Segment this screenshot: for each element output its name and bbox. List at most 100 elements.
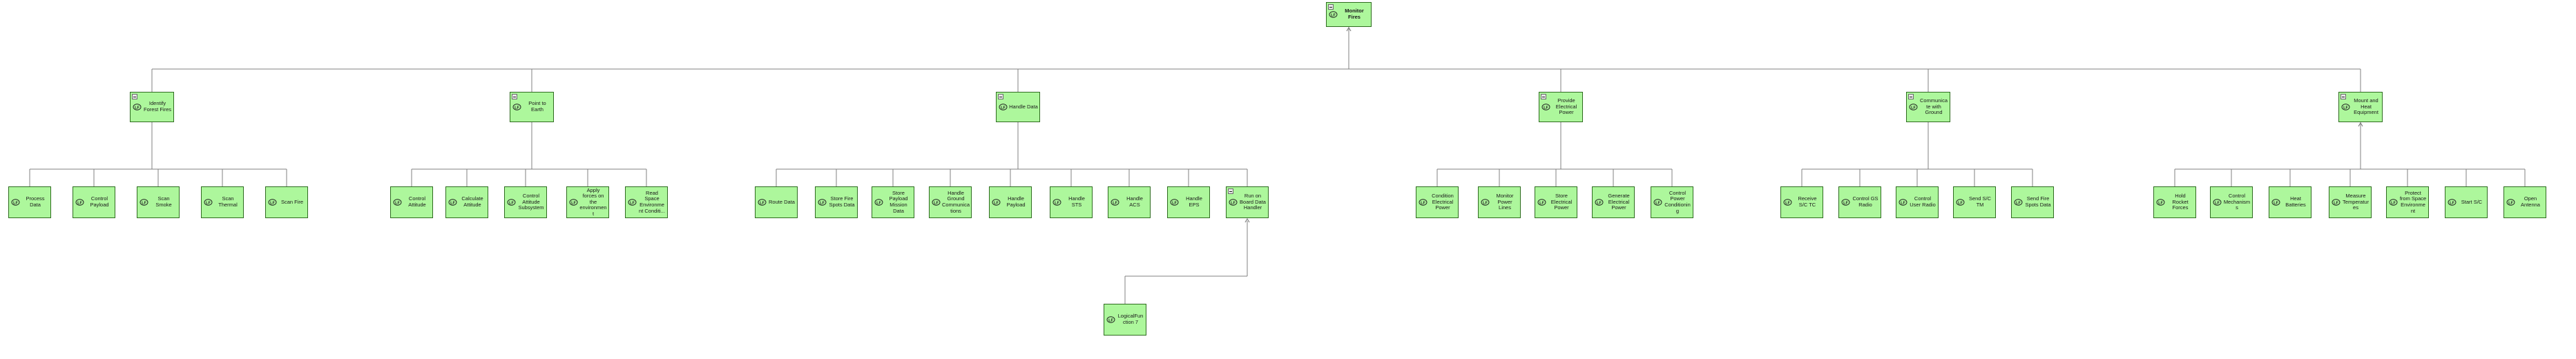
collapse-toggle-icon[interactable]: [512, 94, 517, 99]
node-label: Control Attitude Subsystem: [518, 193, 544, 211]
node-lf-2-2-store-payload-mission-data[interactable]: LF Store Payload Mission Data: [872, 186, 914, 218]
node-label: Point to Earth: [528, 101, 546, 113]
svg-text:LF: LF: [135, 106, 140, 110]
logical-function-icon: LF: [2389, 199, 2398, 206]
logical-function-icon: LF: [1783, 199, 1792, 206]
svg-text:LF: LF: [1958, 201, 1963, 205]
node-label: Heat Batteries: [2285, 196, 2306, 208]
node-lf-3-2-store-electrical-power[interactable]: LF Store Electrical Power: [1535, 186, 1577, 218]
node-label: Handle EPS: [1186, 196, 1202, 208]
logical-function-icon: LF: [2506, 199, 2515, 206]
collapse-toggle-icon[interactable]: [998, 94, 1003, 99]
node-lf-2-1-store-fire-spots-data[interactable]: LF Store Fire Spots Data: [815, 186, 858, 218]
svg-text:LF: LF: [876, 201, 881, 205]
svg-text:LF: LF: [1843, 201, 1848, 205]
node-label: Store Payload Mission Data: [889, 190, 908, 214]
collapse-toggle-icon[interactable]: [1541, 94, 1546, 99]
collapse-toggle-icon[interactable]: [1328, 4, 1334, 10]
collapse-toggle-icon[interactable]: [1228, 188, 1233, 194]
svg-text:LF: LF: [820, 201, 825, 205]
node-lf-5-2-heat-batteries[interactable]: LF Heat Batteries: [2269, 186, 2311, 218]
logical-function-icon: LF: [507, 199, 516, 206]
node-label: Control Payload: [90, 196, 109, 208]
node-label: Handle ACS: [1126, 196, 1143, 208]
logical-function-icon: LF: [2271, 199, 2280, 206]
svg-text:LF: LF: [1539, 201, 1544, 205]
svg-text:LF: LF: [2215, 201, 2220, 205]
svg-text:LF: LF: [2450, 201, 2454, 205]
svg-text:LF: LF: [13, 201, 18, 205]
svg-text:LF: LF: [206, 201, 211, 205]
logical-function-icon: LF: [2341, 104, 2350, 110]
node-label: Store Fire Spots Data: [829, 196, 855, 208]
svg-text:LF: LF: [1108, 318, 1113, 322]
logical-function-icon: LF: [569, 199, 578, 206]
node-label: Identify Forest Fires: [143, 101, 171, 113]
node-label: Control Attitude: [408, 196, 426, 208]
collapse-toggle-icon[interactable]: [1908, 94, 1914, 99]
node-label: Process Data: [26, 196, 45, 208]
node-label: Run on Board Data Handler: [1240, 193, 1266, 211]
svg-text:LF: LF: [1001, 106, 1006, 110]
svg-text:LF: LF: [994, 201, 999, 205]
node-label: Control Power Conditioning: [1664, 190, 1691, 214]
node-lf-0-1-control-payload[interactable]: LF Control Payload: [73, 186, 115, 218]
logical-function-icon: LF: [818, 199, 827, 206]
node-label: Handle STS: [1068, 196, 1085, 208]
node-label: Store Electrical Power: [1550, 193, 1573, 211]
node-lf-4-1-control-gs-radio[interactable]: LF Control GS Radio: [1838, 186, 1881, 218]
svg-text:LF: LF: [142, 201, 146, 205]
node-label: Provide Electrical Power: [1555, 98, 1577, 116]
logical-function-icon: LF: [1653, 199, 1662, 206]
svg-text:LF: LF: [1483, 201, 1488, 205]
svg-text:LF: LF: [77, 201, 82, 205]
node-lf-0-0-process-data[interactable]: LF Process Data: [8, 186, 51, 218]
collapse-toggle-icon[interactable]: [132, 94, 137, 99]
logical-function-icon: LF: [268, 199, 277, 206]
svg-text:LF: LF: [760, 201, 765, 205]
collapse-toggle-icon[interactable]: [2340, 94, 2346, 99]
node-label: Control GS Radio: [1852, 196, 1878, 208]
node-lf-5-5-start-s-c[interactable]: LF Start S/C: [2445, 186, 2488, 218]
logical-function-icon: LF: [1106, 316, 1115, 323]
node-label: Start S/C: [2461, 199, 2483, 205]
logical-function-icon: LF: [1419, 199, 1428, 206]
logical-function-icon: LF: [874, 199, 883, 206]
